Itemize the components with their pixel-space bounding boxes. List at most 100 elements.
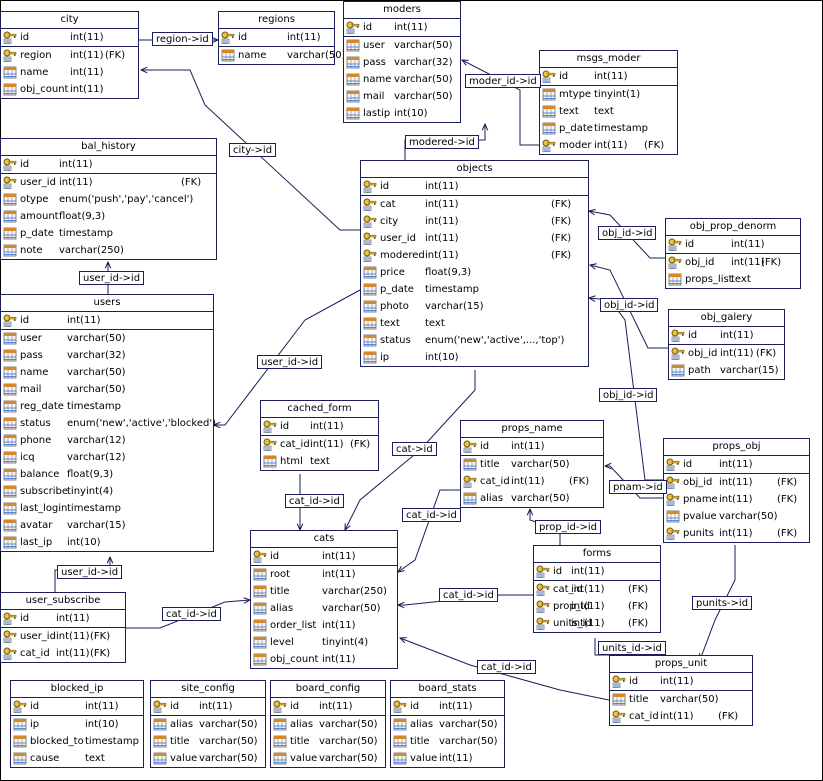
column-name: value (290, 753, 318, 764)
foreign-key-marker: (FK) (90, 631, 111, 642)
field-icon (13, 752, 27, 765)
foreign-key-marker: (FK) (90, 648, 111, 659)
column-name: cat_id (280, 439, 310, 450)
column-name: pvalue (683, 511, 717, 522)
column-name: region (20, 50, 52, 61)
foreign-key-marker: (FK) (105, 50, 126, 61)
column-name: cat_id (480, 476, 510, 487)
column-type: enum('new','active','blocked') (67, 418, 216, 429)
column-type: int(11) (719, 477, 753, 488)
column-type: int(10) (67, 537, 101, 548)
field-icon (3, 210, 17, 223)
key-icon (666, 527, 680, 541)
foreign-key-marker: (FK) (777, 494, 798, 505)
relation-label: punits->id (692, 596, 753, 610)
column-type: int(11) (70, 84, 104, 95)
foreign-key-marker: (FK) (551, 233, 572, 244)
table-title: props_name (461, 421, 603, 438)
column-type: timestamp (67, 401, 121, 412)
field-icon (3, 468, 17, 481)
column-type: varchar(50) (199, 736, 258, 747)
column-type: int(11) (720, 330, 754, 341)
column-type: timestamp (594, 123, 648, 134)
column-name: avatar (20, 520, 53, 531)
table-title: board_config (271, 681, 385, 698)
column-name: modered (380, 250, 425, 261)
column-name: alias (290, 719, 314, 730)
column-name: html (280, 456, 303, 467)
relation-label: obj_id->id (598, 226, 657, 240)
column-type: varchar(32) (67, 350, 126, 361)
relation-label: obj_id->id (599, 388, 658, 402)
table-title: bal_history (1, 139, 216, 156)
field-icon (13, 718, 27, 731)
column-type: varchar(50) (660, 694, 719, 705)
column-name: blocked_to (30, 736, 84, 747)
column-type: int(11) (719, 528, 753, 539)
column-name: id (280, 421, 290, 432)
field-icon (263, 455, 277, 468)
column-type: int(11) (511, 441, 545, 452)
table-title: user_subscribe (1, 593, 125, 610)
field-icon (363, 300, 377, 313)
field-icon (3, 451, 17, 464)
column-name: units_id (553, 618, 592, 629)
column-type: int(11) (720, 348, 754, 359)
column-name: name (20, 67, 49, 78)
column-type: int(11) (425, 250, 459, 261)
table-title: cats (251, 531, 397, 548)
foreign-key-marker: (FK) (756, 348, 777, 359)
field-icon (612, 693, 626, 706)
column-name: alias (410, 719, 434, 730)
column-type: text (594, 106, 614, 117)
key-icon (3, 158, 17, 172)
column-type: varchar(50) (439, 719, 498, 730)
key-icon (273, 700, 287, 714)
column-name: id (20, 613, 30, 624)
column-type: text (731, 274, 751, 285)
column-type: varchar(250) (59, 245, 124, 256)
field-icon (153, 735, 167, 748)
column-type: int(11) (322, 551, 356, 562)
column-type: varchar(50) (67, 384, 126, 395)
field-icon (3, 519, 17, 532)
column-name: props_list (685, 274, 733, 285)
foreign-key-marker: (FK) (181, 177, 202, 188)
